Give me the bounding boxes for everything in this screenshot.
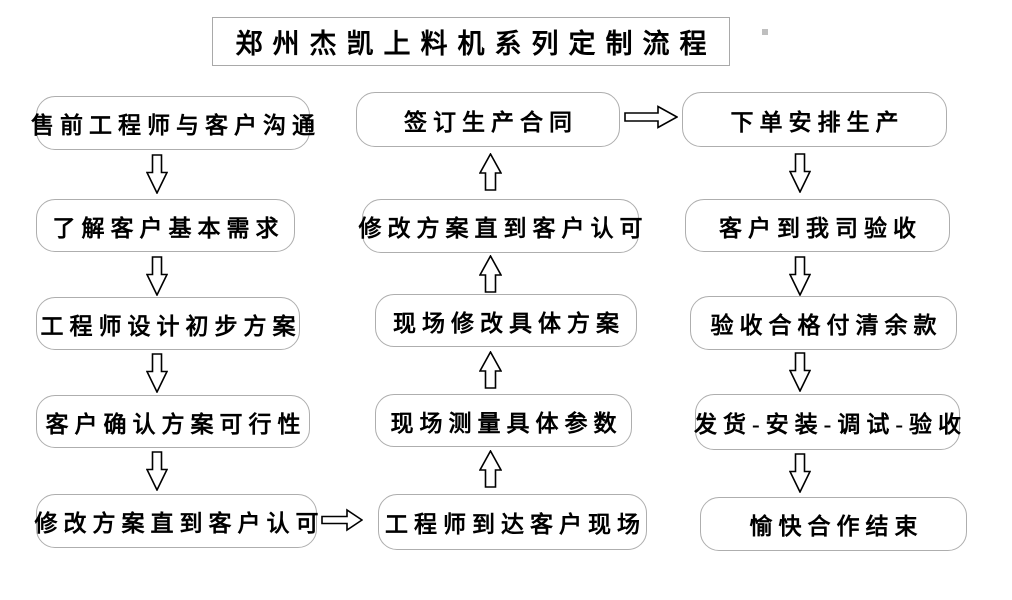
right-arrow-icon (321, 508, 364, 532)
step-happy-cooperation-end: 愉快合作结束 (700, 497, 967, 551)
down-arrow-icon (145, 256, 169, 297)
step-customer-acceptance: 客户到我司验收 (685, 199, 950, 252)
step-engineer-arrives-onsite: 工程师到达客户现场 (378, 494, 647, 550)
down-arrow-icon (788, 153, 812, 194)
flowchart-title: 郑州杰凯上料机系列定制流程 (212, 17, 730, 66)
step-understand-needs: 了解客户基本需求 (36, 199, 295, 252)
down-arrow-icon (788, 352, 812, 393)
down-arrow-icon (145, 154, 169, 195)
step-confirm-feasibility: 客户确认方案可行性 (36, 395, 310, 448)
right-arrow-icon (624, 104, 679, 130)
down-arrow-icon (788, 453, 812, 494)
step-sign-contract: 签订生产合同 (356, 92, 620, 147)
step-onsite-revise-until-approved: 修改方案直到客户认可 (359, 199, 643, 253)
step-measure-parameters: 现场测量具体参数 (375, 394, 632, 447)
step-initial-design: 工程师设计初步方案 (36, 297, 300, 350)
step-ship-install-debug-accept: 发货-安装-调试-验收 (694, 394, 961, 450)
down-arrow-icon (145, 451, 169, 492)
step-revise-until-approved: 修改方案直到客户认可 (35, 494, 319, 548)
step-place-order: 下单安排生产 (682, 92, 947, 147)
step-presale-communication: 售前工程师与客户沟通 (31, 96, 315, 150)
up-arrow-icon (478, 254, 503, 293)
up-arrow-icon (478, 449, 503, 488)
step-pay-balance: 验收合格付清余款 (690, 296, 957, 350)
up-arrow-icon (478, 350, 503, 389)
up-arrow-icon (478, 152, 503, 191)
down-arrow-icon (788, 256, 812, 297)
step-modify-onsite-plan: 现场修改具体方案 (375, 294, 637, 347)
artifact-dot (762, 29, 768, 35)
down-arrow-icon (145, 353, 169, 394)
